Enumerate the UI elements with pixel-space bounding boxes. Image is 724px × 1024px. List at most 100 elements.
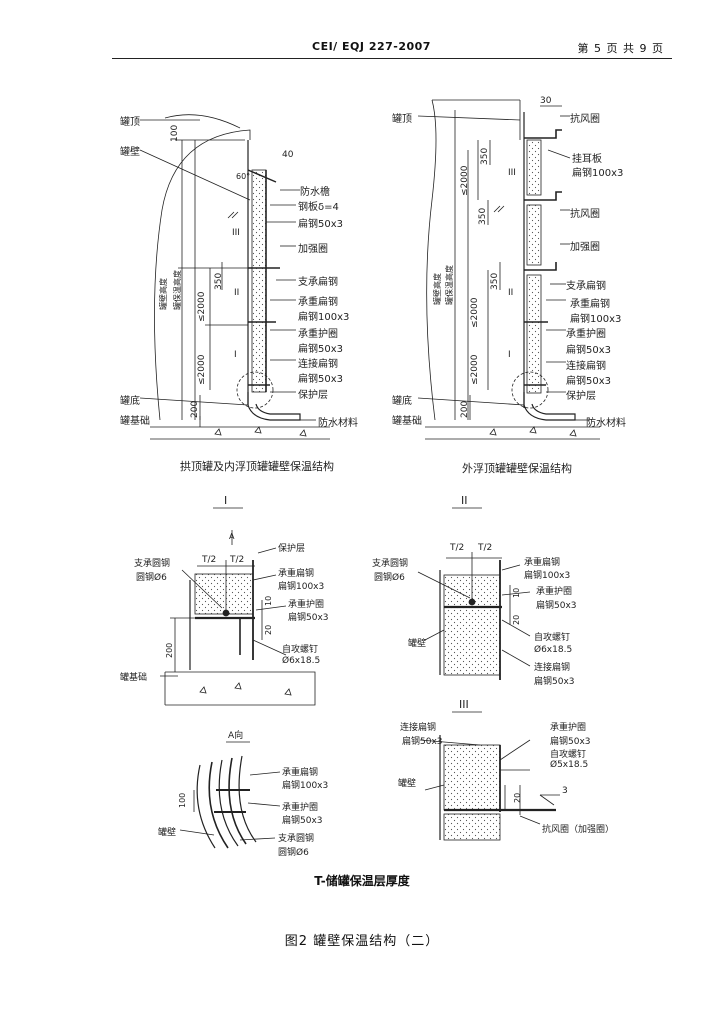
page-header: CEI/ EQJ 227-2007 第 5 页 共 9 页: [112, 38, 672, 59]
detail-III-flat-steel-50: 扁钢50x3: [402, 737, 443, 747]
detail-III-screw-spec: Ø5x18.5: [550, 760, 589, 770]
detail-A-tank-wall: 罐壁: [158, 828, 177, 838]
detail-I-protective-layer: 保护层: [278, 544, 306, 554]
detail-I-round-steel: 圆钢Ø6: [136, 573, 167, 583]
detail-I-flat-steel-100: 扁钢100x3: [278, 582, 325, 592]
detail-III-self-tapping-screw: 自攻螺钉: [550, 750, 587, 760]
tr-label-stiffener: 加强圈: [570, 242, 600, 253]
label-dim-350: 350: [214, 272, 224, 290]
detail-I-drawing: [160, 507, 316, 706]
detail-I-bearing-guard-ring: 承重护圈: [288, 600, 325, 610]
detail-I-self-tapping-screw: 自攻螺钉: [282, 645, 319, 655]
tr-label-tank-bottom: 罐底: [392, 396, 412, 407]
detail-II-support-round-steel: 支承圆钢: [372, 559, 409, 569]
top-left-drawing: [139, 114, 330, 440]
figure-subtitle: T-储罐保温层厚度: [314, 874, 410, 888]
tr-label-flat-steel-50b: 扁钢50x3: [566, 376, 612, 387]
standard-code: CEI/ EQJ 227-2007: [312, 40, 431, 53]
label-mark-II: II: [234, 288, 240, 298]
detail-II-bearing-flat-steel: 承重扁钢: [524, 558, 561, 568]
detail-II-self-tapping-screw: 自攻螺钉: [534, 633, 571, 643]
label-insulation-height: 罐保温高度: [173, 270, 182, 310]
detail-A-flat-steel-100: 扁钢100x3: [282, 781, 329, 791]
tr-label-wind-girder2: 抗风圈: [570, 209, 600, 220]
label-connecting-flat-steel: 连接扁钢: [298, 359, 338, 370]
label-stiffener: 加强圈: [298, 244, 328, 255]
detail-A-round-steel: 圆钢Ø6: [278, 848, 309, 858]
tr-label-hanger-flat: 扁钢100x3: [572, 168, 624, 179]
detail-II-title: II: [461, 494, 468, 507]
tr-label-dim-200: 200: [460, 400, 470, 418]
label-mark-III: III: [232, 228, 240, 238]
tr-label-dim-2000a: ≤2000: [460, 165, 470, 196]
detail-III-dim-3: 3: [562, 786, 568, 796]
detail-I-A: A: [229, 532, 235, 541]
label-tank-bottom: 罐底: [120, 396, 140, 407]
detail-I-dim-10: 10: [264, 595, 273, 606]
detail-A-drawing: [179, 741, 281, 849]
detail-III-wind-girder: 抗风圈（加强圈）: [542, 825, 615, 835]
detail-A-support-round-steel: 支承圆钢: [278, 834, 315, 844]
detail-III-connecting-flat-steel: 连接扁钢: [400, 723, 437, 733]
tr-label-tank-foundation: 罐基础: [392, 416, 422, 427]
tr-label-tank-top: 罐顶: [392, 114, 412, 125]
detail-I-dim-20: 20: [264, 624, 273, 635]
detail-I-support-round-steel: 支承圆钢: [134, 559, 171, 569]
detail-I-title: I: [224, 494, 228, 507]
top-right-drawing: [417, 99, 600, 440]
tr-label-mark-III: III: [508, 168, 516, 178]
detail-I-half-t2: T/2: [230, 555, 245, 565]
tr-label-dim-2000c: ≤2000: [470, 354, 480, 385]
detail-I-bearing-flat-steel: 承重扁钢: [278, 569, 315, 579]
label-steel-plate: 钢板δ=4: [298, 202, 339, 213]
label-dim-200: 200: [190, 400, 200, 418]
detail-I-half-t1: T/2: [202, 555, 217, 565]
tr-label-connecting-flat-steel: 连接扁钢: [566, 361, 606, 372]
label-waterproof-eaves: 防水檐: [300, 187, 330, 198]
tr-label-dim-350a: 350: [480, 147, 490, 165]
label-waterproof-material: 防水材料: [318, 418, 358, 429]
tr-label-support-flat-steel: 支承扁钢: [566, 281, 606, 292]
tr-label-flat-steel-50: 扁钢50x3: [566, 345, 612, 356]
top-right-caption: 外浮顶罐罐壁保温结构: [462, 462, 572, 475]
tr-label-dim-2000b: ≤2000: [470, 297, 480, 328]
detail-III-drawing: [419, 711, 560, 841]
detail-II-half-t1: T/2: [450, 543, 465, 553]
tr-label-dim-350c: 350: [490, 272, 500, 290]
tr-label-hanger-plate: 挂耳板: [572, 154, 602, 165]
label-tank-top: 罐顶: [120, 117, 140, 128]
detail-II-dim-10: 10: [512, 587, 521, 598]
page-number: 第 5 页 共 9 页: [577, 42, 664, 55]
tr-label-mark-I: I: [508, 350, 511, 360]
tr-label-mark-II: II: [508, 288, 514, 298]
detail-I-tank-foundation: 罐基础: [120, 673, 148, 683]
detail-III-tank-wall: 罐壁: [398, 779, 417, 789]
label-dim-2000b: ≤2000: [197, 354, 207, 385]
detail-II-round-steel: 圆钢Ø6: [374, 573, 405, 583]
detail-I-screw-spec: Ø6x18.5: [282, 656, 321, 666]
detail-A-dim-100: 100: [178, 792, 187, 808]
detail-II-connecting-flat-steel: 连接扁钢: [534, 663, 571, 673]
detail-A-title: A向: [228, 731, 244, 741]
tr-label-wind-girder: 抗风圈: [570, 114, 600, 125]
detail-II-dim-20: 20: [512, 614, 521, 625]
top-left-caption: 拱顶罐及内浮顶罐罐壁保温结构: [180, 460, 334, 473]
detail-III-title: III: [459, 698, 469, 711]
tr-label-insulation-height: 罐保温高度: [445, 265, 454, 305]
tr-label-dim-350b: 350: [478, 207, 488, 225]
label-tank-wall: 罐壁: [120, 147, 140, 158]
tr-label-flat-steel-100: 扁钢100x3: [570, 314, 622, 325]
detail-III-flat-steel-50b: 扁钢50x3: [550, 737, 591, 747]
detail-II-bearing-guard-ring: 承重护圈: [536, 587, 573, 597]
label-flat-steel-50b: 扁钢50x3: [298, 344, 344, 355]
tr-label-protective-layer: 保护层: [566, 391, 596, 402]
tr-label-bearing-flat-steel: 承重扁钢: [570, 299, 610, 310]
detail-I-flat-steel-50: 扁钢50x3: [288, 613, 329, 623]
detail-II-flat-steel-50b: 扁钢50x3: [534, 677, 575, 687]
detail-II-flat-steel-100: 扁钢100x3: [524, 571, 571, 581]
label-dim-40: 40: [282, 150, 294, 160]
detail-I-dim-200: 200: [165, 642, 174, 658]
detail-II-screw-spec: Ø6x18.5: [534, 645, 573, 655]
tr-label-tank-wall-height: 罐壁高度: [433, 273, 442, 305]
